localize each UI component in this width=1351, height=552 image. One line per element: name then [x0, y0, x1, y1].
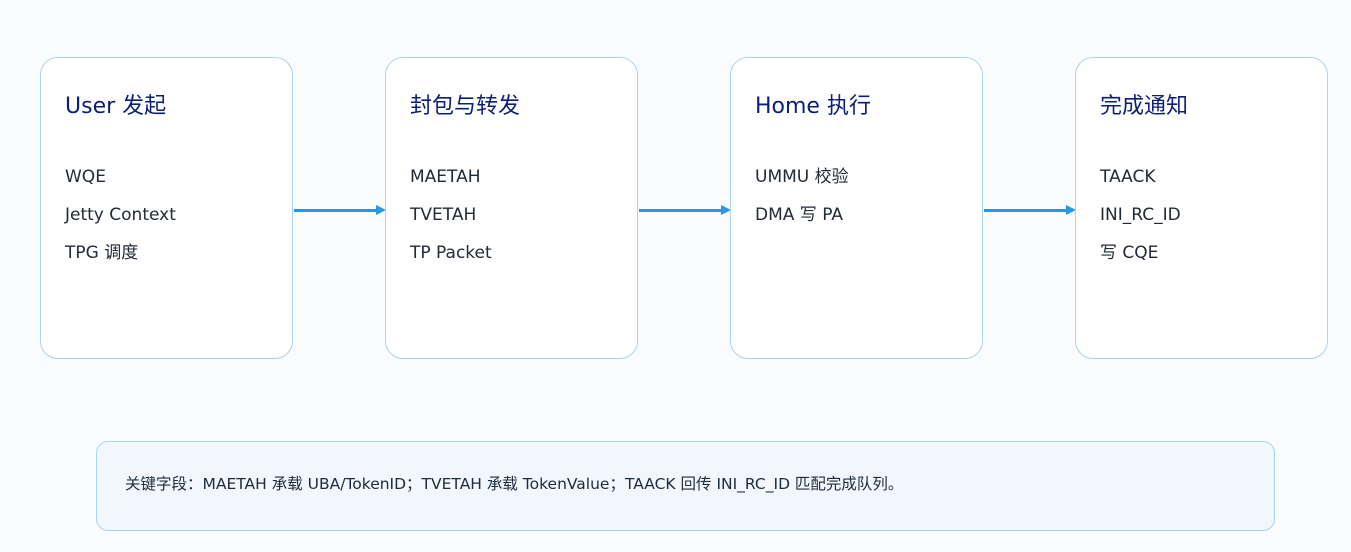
- flow-arrow: [294, 205, 386, 217]
- step-card-user-initiate: User 发起 WQE Jetty Context TPG 调度: [40, 57, 293, 359]
- arrow-head-icon: [376, 205, 386, 215]
- step-item-list: TAACK INI_RC_ID 写 CQE: [1100, 158, 1181, 272]
- flow-arrow: [639, 205, 731, 217]
- step-item-list: WQE Jetty Context TPG 调度: [65, 158, 176, 272]
- step-card-home-execute: Home 执行 UMMU 校验 DMA 写 PA: [730, 57, 983, 359]
- flow-arrow: [984, 205, 1076, 217]
- step-item: TPG 调度: [65, 243, 139, 263]
- step-item: Jetty Context: [65, 205, 176, 225]
- step-card-encapsulate-forward: 封包与转发 MAETAH TVETAH TP Packet: [385, 57, 638, 359]
- step-item: DMA 写 PA: [755, 205, 843, 225]
- step-title: Home 执行: [755, 94, 871, 119]
- step-item: WQE: [65, 167, 106, 187]
- arrow-head-icon: [1066, 205, 1076, 215]
- step-item: 写 CQE: [1100, 243, 1159, 263]
- step-item-list: UMMU 校验 DMA 写 PA: [755, 158, 849, 234]
- step-card-completion-notify: 完成通知 TAACK INI_RC_ID 写 CQE: [1075, 57, 1328, 359]
- step-item: TP Packet: [410, 243, 492, 263]
- arrow-shaft: [294, 209, 378, 212]
- step-item: UMMU 校验: [755, 167, 849, 187]
- arrow-shaft: [984, 209, 1068, 212]
- step-title: User 发起: [65, 94, 167, 119]
- step-item: TVETAH: [410, 205, 477, 225]
- key-fields-note: 关键字段：MAETAH 承载 UBA/TokenID；TVETAH 承载 Tok…: [96, 441, 1275, 531]
- key-fields-note-text: 关键字段：MAETAH 承载 UBA/TokenID；TVETAH 承载 Tok…: [125, 475, 904, 493]
- step-title: 完成通知: [1100, 94, 1189, 119]
- step-item: TAACK: [1100, 167, 1156, 187]
- arrow-head-icon: [721, 205, 731, 215]
- step-title: 封包与转发: [410, 94, 521, 119]
- step-item: MAETAH: [410, 167, 481, 187]
- step-item: INI_RC_ID: [1100, 205, 1181, 225]
- arrow-shaft: [639, 209, 723, 212]
- step-item-list: MAETAH TVETAH TP Packet: [410, 158, 492, 272]
